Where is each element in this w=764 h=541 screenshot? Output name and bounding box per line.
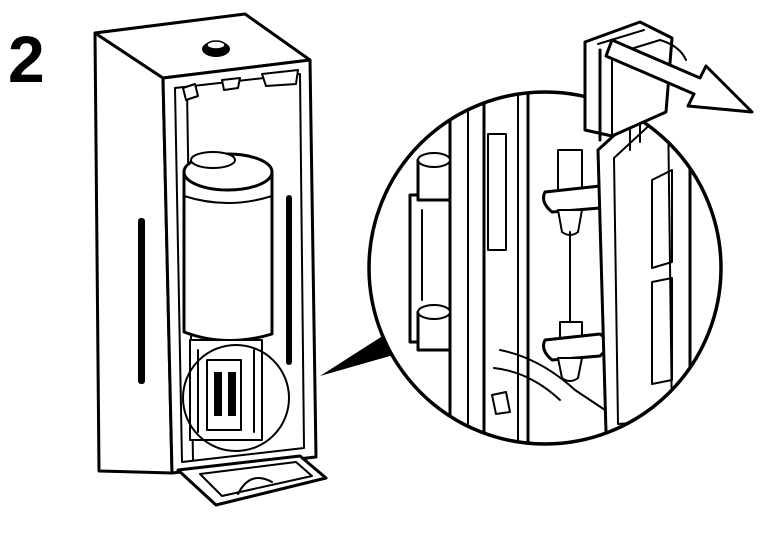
door-open-arrow-icon bbox=[604, 38, 754, 114]
soap-refill-cartridge bbox=[182, 151, 274, 342]
detail-callout-circle bbox=[182, 344, 290, 452]
detail-pointer bbox=[320, 330, 404, 376]
left-hinge-bracket bbox=[408, 152, 452, 352]
hinge-detail-magnifier bbox=[367, 20, 754, 446]
cabinet-left-panel bbox=[93, 31, 174, 475]
step-number: 2 bbox=[8, 22, 45, 96]
cabinet-window-slot-left bbox=[138, 218, 145, 384]
lower-pivot-pin bbox=[542, 321, 614, 382]
cabinet-bottom-door bbox=[176, 454, 328, 507]
cabinet-window-slot-right bbox=[286, 195, 292, 365]
dispenser-cabinet bbox=[93, 12, 404, 507]
pump-mechanism bbox=[182, 339, 290, 452]
frame-slot bbox=[487, 133, 507, 251]
magnifier-circle bbox=[367, 90, 723, 446]
